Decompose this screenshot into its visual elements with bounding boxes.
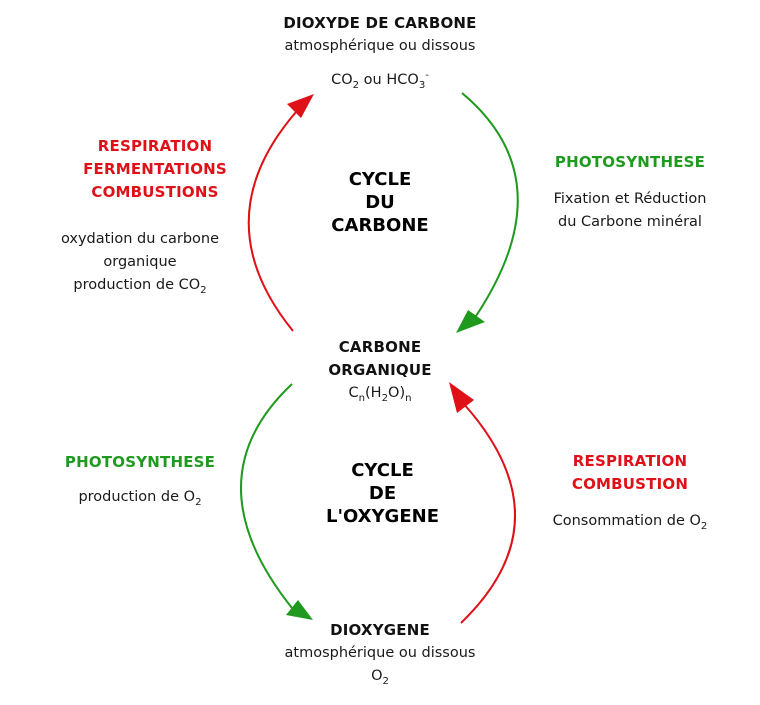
node-title: DIOXYDE DE CARBONE <box>283 14 477 32</box>
node-carbone-organique: CARBONE ORGANIQUE Cn(H2O)n <box>280 336 480 410</box>
process-label: PHOTOSYNTHESE <box>64 453 216 471</box>
node-title: CARBONE <box>338 338 422 356</box>
title-line: CYCLE <box>348 169 412 190</box>
process-label: PHOTOSYNTHESE <box>554 153 706 171</box>
process-label: FERMENTATIONS <box>83 160 227 178</box>
title-cycle-de-loxygene: CYCLE DE L'OXYGENE <box>295 459 470 528</box>
node-formula: CO2 ou HCO3- <box>331 70 429 91</box>
title-line: CYCLE <box>351 460 414 481</box>
node-formula: Cn(H2O)n <box>348 385 412 404</box>
process-respiration-combustion: RESPIRATION COMBUSTION Consommation de O… <box>520 450 740 538</box>
desc-line: oxydation du carbone <box>60 231 220 247</box>
title-line: CARBONE <box>331 215 429 236</box>
arrow-respiration-oxygen <box>460 402 516 624</box>
node-subtitle: atmosphérique ou dissous <box>284 38 476 54</box>
desc-line: organique <box>103 254 177 270</box>
node-title: ORGANIQUE <box>328 361 432 379</box>
process-photosynthese-oxygene: PHOTOSYNTHESE production de O2 <box>40 451 240 514</box>
desc-line: Consommation de O2 <box>552 513 708 532</box>
title-line: L'OXYGENE <box>326 506 439 527</box>
desc-line: production de CO2 <box>73 277 207 296</box>
node-subtitle: atmosphérique ou dissous <box>284 645 476 661</box>
title-line: DU <box>365 192 395 213</box>
desc-line: production de O2 <box>78 489 202 508</box>
arrowhead-photosynthese-oxygen <box>286 600 313 620</box>
arrow-respiration-carbon <box>247 111 297 332</box>
title-cycle-du-carbone: CYCLE DU CARBONE <box>300 168 460 237</box>
arrowhead-photosynthese-carbon <box>456 310 485 333</box>
process-respiration-fermentations-combustions: RESPIRATION FERMENTATIONS COMBUSTIONS <box>60 135 250 204</box>
process-description-oxydation: oxydation du carbone organique productio… <box>20 228 260 302</box>
node-formula: O2 <box>371 668 389 687</box>
process-label: RESPIRATION <box>97 137 213 155</box>
node-dioxyde-de-carbone: DIOXYDE DE CARBONE atmosphérique ou diss… <box>230 12 530 97</box>
node-dioxygene: DIOXYGENE atmosphérique ou dissous O2 <box>240 619 520 693</box>
arrowhead-respiration-oxygen <box>449 382 474 413</box>
process-label: COMBUSTION <box>571 475 689 493</box>
title-line: DE <box>368 483 397 504</box>
desc-line: Fixation et Réduction <box>553 191 707 207</box>
arrow-photosynthese-oxygen <box>240 383 293 609</box>
process-photosynthese-carbone: PHOTOSYNTHESE Fixation et Réduction du C… <box>520 151 740 234</box>
node-title: DIOXYGENE <box>330 621 430 639</box>
process-label: RESPIRATION <box>572 452 688 470</box>
arrow-photosynthese-carbon <box>461 92 519 317</box>
process-label: COMBUSTIONS <box>91 183 219 201</box>
arrowhead-respiration-carbon <box>287 94 314 118</box>
desc-line: du Carbone minéral <box>558 214 702 230</box>
